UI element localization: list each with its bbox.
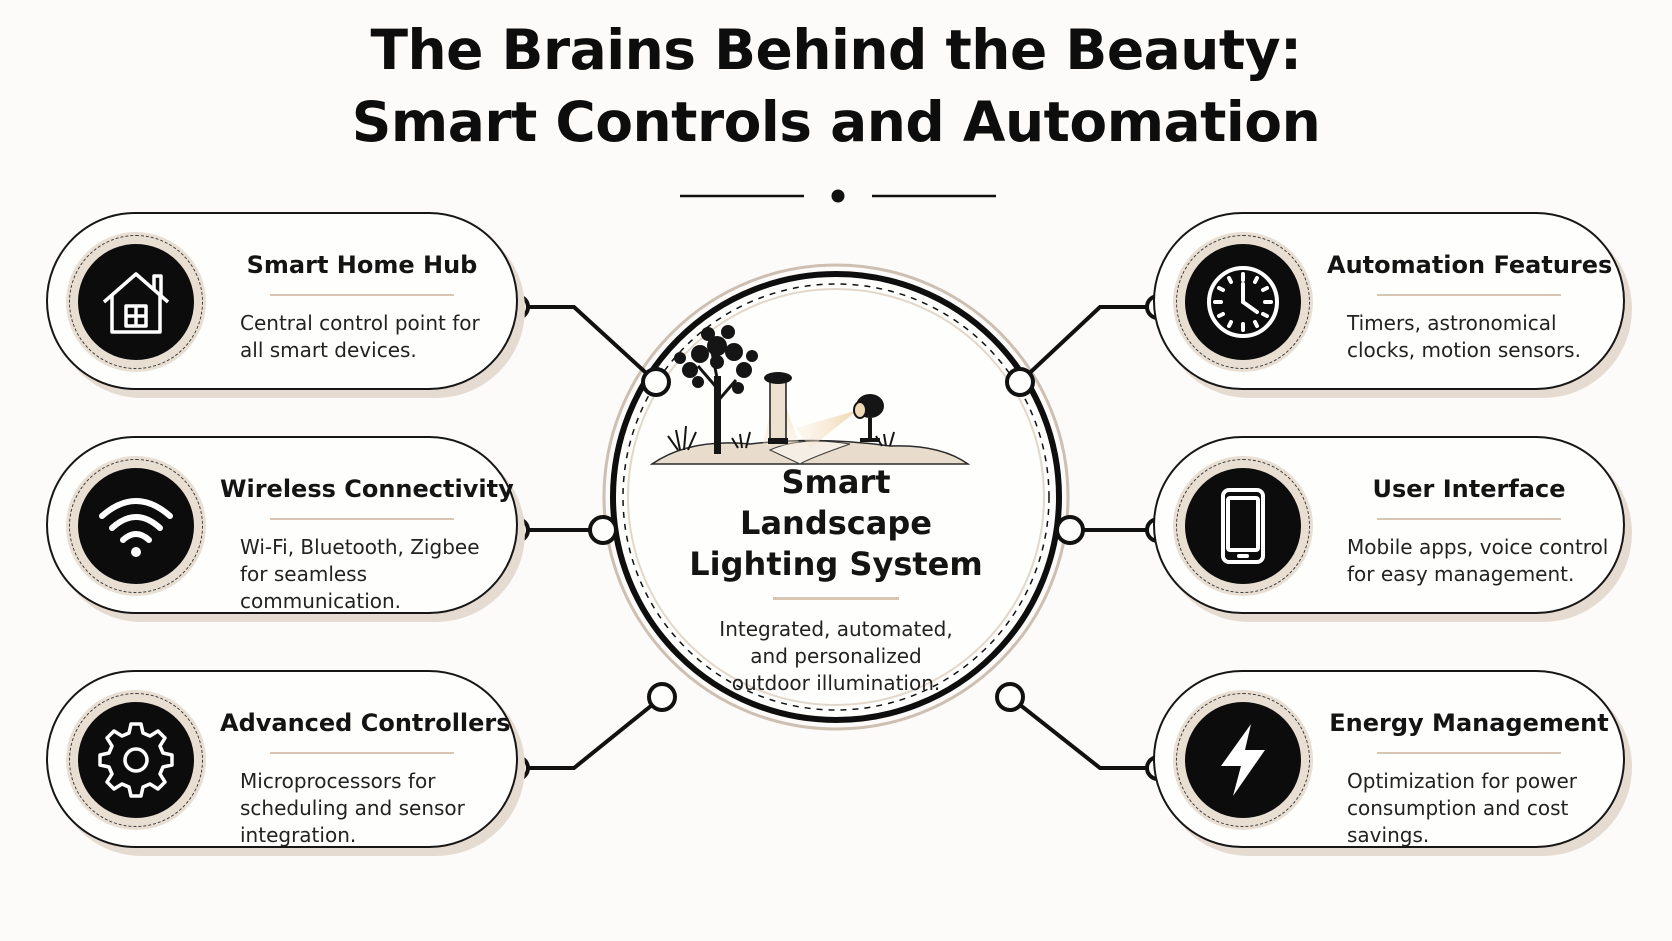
hub-inner-beige-ring (627, 288, 1045, 706)
node-hub-automation (1005, 367, 1035, 397)
node-hub-user-interface (1055, 515, 1085, 545)
card-divider (270, 294, 454, 296)
card-advanced-controllers: Advanced Controllers Microprocessors for… (46, 670, 518, 848)
card-smart-home-hub: Smart Home Hub Central control point for… (46, 212, 518, 390)
card-divider (270, 752, 454, 754)
bollard-light-icon (764, 372, 792, 444)
hub-main-ring (610, 271, 1062, 723)
card-wireless-connectivity: Wireless Connectivity Wi-Fi, Bluetooth, … (46, 436, 518, 614)
wifi-icon (99, 498, 173, 557)
hub-divider (773, 597, 899, 600)
card-title: Energy Management (1329, 709, 1609, 737)
card-description: Mobile apps, voice control for easy mana… (1347, 535, 1609, 586)
title-line-1: The Brains Behind the Beauty: (370, 18, 1302, 82)
hub-title-line-3: Lighting System (689, 545, 983, 583)
tree-icon (674, 325, 758, 454)
card-user-interface: User Interface Mobile apps, voice contro… (1153, 436, 1625, 614)
spotlight-beam (796, 410, 858, 448)
lightning-bolt-icon (1221, 724, 1265, 796)
title-divider (680, 189, 996, 203)
node-hub-energy (995, 682, 1025, 712)
title-line-2: Smart Controls and Automation (351, 90, 1321, 154)
icon-badge (66, 456, 206, 596)
icon-badge (66, 690, 206, 830)
gear-icon (98, 722, 174, 798)
card-description: Wi-Fi, Bluetooth, Zigbee for seamless co… (240, 535, 480, 613)
card-description: Timers, astronomical clocks, motion sens… (1347, 311, 1581, 362)
hub-title: Smart Landscape Lighting System (640, 462, 1032, 585)
card-energy-management: Energy Management Optimization for power… (1153, 670, 1625, 848)
icon-badge (1173, 456, 1313, 596)
spotlight-icon (853, 394, 884, 442)
card-title: User Interface (1372, 475, 1566, 503)
connector-advanced-controllers (517, 695, 664, 770)
hub-inner-ring (622, 283, 1050, 711)
clock-icon (1207, 266, 1279, 338)
icon-badge (1173, 232, 1313, 372)
node-hub-wireless (588, 515, 618, 545)
hub-title-line-1: Smart (781, 463, 891, 501)
card-title: Automation Features (1327, 251, 1613, 279)
hub-label: Smart Landscape Lighting System Integrat… (640, 462, 1032, 697)
smartphone-icon (1221, 488, 1265, 564)
card-description: Central control point for all smart devi… (240, 311, 480, 362)
card-divider (1377, 518, 1561, 520)
card-title: Wireless Connectivity (220, 475, 514, 503)
landscape-illustration (650, 325, 970, 465)
grass-right-icon (875, 431, 895, 447)
hub-description: Integrated, automated, and personalized … (719, 617, 953, 695)
card-title: Smart Home Hub (246, 251, 478, 279)
card-description: Microprocessors for scheduling and senso… (240, 769, 465, 847)
icon-badge (1173, 690, 1313, 830)
connector-smart-home-hub (517, 305, 658, 384)
page-title: The Brains Behind the Beauty: Smart Cont… (0, 14, 1672, 158)
node-hub-controllers (647, 682, 677, 712)
house-icon (102, 272, 170, 334)
card-automation-features: Automation Features Timers, astronomical… (1153, 212, 1625, 390)
card-divider (270, 518, 454, 520)
card-description: Optimization for power consumption and c… (1347, 769, 1577, 847)
hub-title-line-2: Landscape (740, 504, 932, 542)
node-hub-smart-home-hub (641, 367, 671, 397)
icon-badge (66, 232, 206, 372)
card-divider (1377, 294, 1561, 296)
connector-energy-management (1008, 695, 1158, 770)
connector-automation-features (1018, 305, 1158, 384)
card-title: Advanced Controllers (220, 709, 511, 737)
hub-outer-ring (602, 263, 1070, 731)
card-divider (1377, 752, 1561, 754)
grass-icon (667, 425, 751, 451)
